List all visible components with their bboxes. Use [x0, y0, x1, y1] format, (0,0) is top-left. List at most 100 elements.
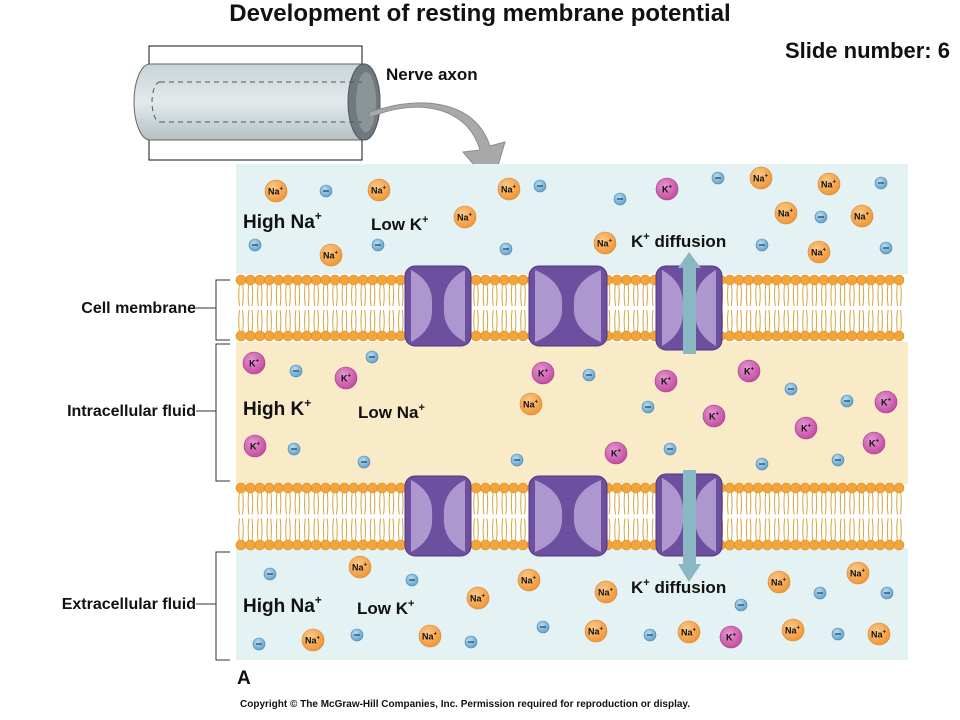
svg-text:K+: K+ — [538, 369, 549, 379]
anion-particle — [663, 442, 677, 456]
potassium-ion: K+ — [604, 441, 628, 465]
slide-number: Slide number: 6 — [784, 38, 950, 63]
sodium-ion: Na+ — [319, 243, 343, 267]
intracellular-fluid-label: Intracellular fluid — [67, 403, 196, 420]
svg-text:Na+: Na+ — [588, 627, 604, 637]
sodium-ion: Na+ — [367, 178, 391, 202]
sodium-ion: Na+ — [593, 231, 617, 255]
sodium-ion: Na+ — [519, 392, 543, 416]
potassium-ion: K+ — [334, 366, 358, 390]
sodium-ion: Na+ — [594, 580, 618, 604]
sodium-ion: Na+ — [781, 618, 805, 642]
cell-membrane-label: Cell membrane — [81, 300, 196, 317]
svg-text:Na+: Na+ — [352, 563, 368, 573]
svg-text:Na+: Na+ — [470, 594, 486, 604]
potassium-ion: K+ — [874, 390, 898, 414]
extracellular-fluid-bracket — [196, 551, 230, 661]
potassium-ion: K+ — [243, 434, 267, 458]
svg-text:Na+: Na+ — [785, 626, 801, 636]
svg-text:Na+: Na+ — [681, 628, 697, 638]
bottom-high-na-label: High Na+ — [243, 593, 322, 617]
potassium-ion: K+ — [737, 359, 761, 383]
ion-channels — [404, 265, 723, 557]
anion-particle — [365, 350, 379, 364]
svg-text:Na+: Na+ — [523, 400, 539, 410]
sodium-ion: Na+ — [497, 177, 521, 201]
top-low-k-label: Low K+ — [371, 214, 428, 234]
svg-text:K+: K+ — [661, 377, 672, 387]
extracellular-region-bottom — [236, 548, 908, 660]
anion-particle — [613, 192, 627, 206]
nerve-axon-label: Nerve axon — [386, 65, 478, 84]
intracellular-region — [236, 342, 908, 484]
anion-particle — [319, 184, 333, 198]
bottom-k-diffusion-label: K+ diffusion — [631, 577, 726, 597]
svg-text:K+: K+ — [881, 398, 892, 408]
extracellular-region-top — [236, 164, 908, 274]
top-high-na-label: High Na+ — [243, 209, 322, 233]
anion-particle — [533, 179, 547, 193]
svg-text:Na+: Na+ — [501, 185, 517, 195]
anion-particle — [405, 573, 419, 587]
svg-text:Na+: Na+ — [850, 569, 866, 579]
svg-text:K+: K+ — [801, 424, 812, 434]
svg-text:K+: K+ — [744, 367, 755, 377]
sodium-ion: Na+ — [774, 201, 798, 225]
svg-text:Na+: Na+ — [422, 632, 438, 642]
svg-text:Na+: Na+ — [821, 180, 837, 190]
svg-text:Na+: Na+ — [597, 239, 613, 249]
channel-top-2 — [528, 265, 608, 347]
svg-text:Na+: Na+ — [323, 251, 339, 261]
figure-letter: A — [237, 668, 251, 689]
anion-particle — [464, 635, 478, 649]
svg-text:Na+: Na+ — [457, 213, 473, 223]
svg-text:K+: K+ — [709, 412, 720, 422]
anion-particle — [813, 586, 827, 600]
svg-text:K+: K+ — [662, 185, 673, 195]
potassium-ion: K+ — [719, 625, 743, 649]
sodium-ion: Na+ — [517, 568, 541, 592]
nerve-axon-illustration — [133, 45, 381, 161]
anion-particle — [880, 586, 894, 600]
intracellular-fluid-bracket — [196, 343, 230, 482]
svg-text:K+: K+ — [250, 442, 261, 452]
svg-text:Na+: Na+ — [854, 212, 870, 222]
anion-particle — [879, 241, 893, 255]
sodium-ion: Na+ — [749, 166, 773, 190]
copyright-notice: Copyright © The McGraw-Hill Companies, I… — [240, 699, 691, 710]
page-title: Development of resting membrane potentia… — [229, 0, 731, 27]
sodium-ion: Na+ — [807, 240, 831, 264]
sodium-ion: Na+ — [867, 622, 891, 646]
svg-text:Na+: Na+ — [305, 636, 321, 646]
svg-text:Na+: Na+ — [778, 209, 794, 219]
anion-particle — [831, 627, 845, 641]
svg-text:Na+: Na+ — [598, 588, 614, 598]
svg-text:K+: K+ — [611, 449, 622, 459]
bottom-low-k-label: Low K+ — [357, 598, 414, 618]
potassium-ion: K+ — [531, 361, 555, 385]
top-k-diffusion-label: K+ diffusion — [631, 231, 726, 251]
sodium-ion: Na+ — [264, 179, 288, 203]
svg-text:Na+: Na+ — [811, 248, 827, 258]
anion-particle — [755, 457, 769, 471]
anion-particle — [641, 400, 655, 414]
anion-particle — [357, 455, 371, 469]
svg-text:Na+: Na+ — [753, 174, 769, 184]
svg-text:Na+: Na+ — [268, 187, 284, 197]
potassium-ion: K+ — [862, 431, 886, 455]
extracellular-fluid-label: Extracellular fluid — [62, 596, 196, 613]
mid-high-k-label: High K+ — [243, 396, 311, 420]
svg-text:Na+: Na+ — [371, 186, 387, 196]
anion-particle — [840, 394, 854, 408]
svg-text:Na+: Na+ — [521, 576, 537, 586]
sodium-ion: Na+ — [817, 172, 841, 196]
anion-particle — [536, 620, 550, 634]
sodium-ion: Na+ — [301, 628, 325, 652]
ions-layer: Na+ Na+ Na+ Na+ K+ Na+ Na+ Na+ Na+ Na+ Na+ Na+ K+ K+ K… — [242, 166, 898, 652]
k-diffusion-arrow-up — [678, 252, 701, 354]
anion-particle — [248, 238, 262, 252]
anion-particle — [874, 176, 888, 190]
sodium-ion: Na+ — [677, 620, 701, 644]
anion-particle — [350, 628, 364, 642]
